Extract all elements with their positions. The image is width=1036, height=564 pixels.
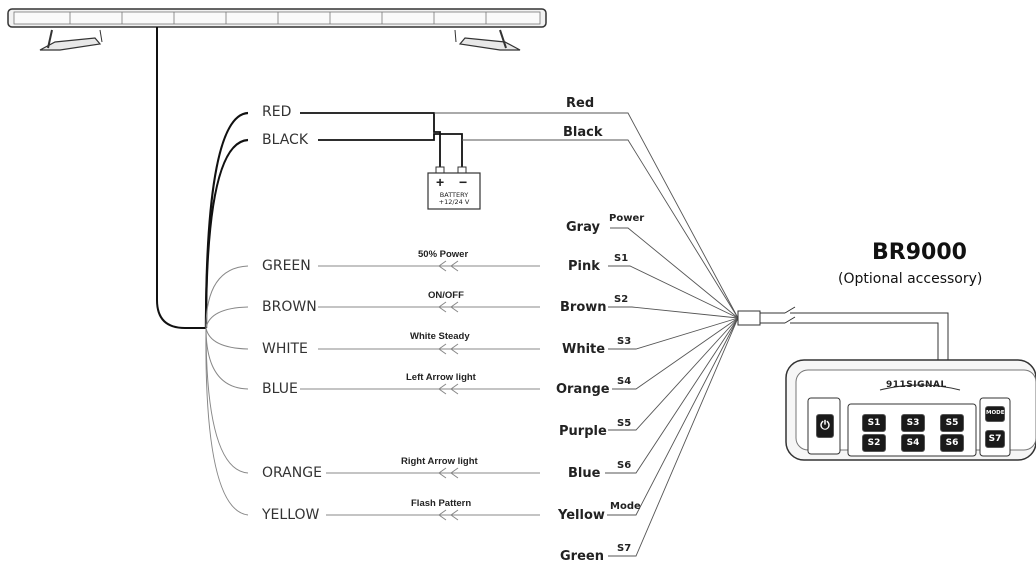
controller-wire-purple: Purple (559, 424, 607, 439)
controller-wire-pink: Pink (568, 259, 600, 274)
battery (427, 166, 481, 210)
mode-button[interactable]: MODE (985, 406, 1005, 422)
light-bar (7, 8, 547, 51)
switch-label-s1: S1 (614, 253, 629, 264)
function-label: 50% Power (418, 249, 469, 260)
button-s3[interactable]: S3 (901, 414, 925, 432)
button-s1[interactable]: S1 (862, 414, 886, 432)
function-label: Flash Pattern (411, 498, 472, 509)
left-wire-green: GREEN (262, 258, 311, 274)
switch-label-s3: S3 (617, 336, 632, 347)
function-label: Left Arrow light (406, 372, 476, 383)
button-s5[interactable]: S5 (940, 414, 964, 432)
controller-wire-green: Green (560, 549, 604, 564)
switch-label-s2: S2 (614, 294, 629, 305)
controller-wire-gray: Gray (566, 220, 600, 235)
button-s4[interactable]: S4 (901, 434, 925, 452)
controller-wire-black: Black (563, 125, 603, 140)
connector (737, 306, 949, 360)
switch-label-s5: S5 (617, 418, 632, 429)
left-wire-orange: ORANGE (262, 465, 322, 481)
controller-model: BR9000 (872, 240, 967, 265)
button-s7[interactable]: S7 (985, 430, 1005, 448)
left-wire-red: RED (262, 104, 292, 120)
switch-label-power: Power (609, 213, 645, 224)
battery-voltage: +12/24 V (438, 198, 470, 206)
left-wire-yellow: YELLOW (262, 507, 320, 523)
switch-label-mode: Mode (610, 501, 641, 512)
controller-wire-yellow: Yellow (558, 508, 605, 523)
controller-wire-brown: Brown (560, 300, 607, 315)
left-wire-blue: BLUE (262, 381, 298, 397)
switch-label-s6: S6 (617, 460, 632, 471)
power-button[interactable]: ⏻ (816, 414, 834, 438)
controller-wire-red: Red (566, 96, 595, 111)
controller-wire-blue: Blue (568, 466, 601, 481)
left-wire-black: BLACK (262, 132, 309, 148)
button-s6[interactable]: S6 (940, 434, 964, 452)
controller-body (785, 359, 1036, 461)
controller-wire-white: White (562, 342, 606, 357)
controller-subtitle: (Optional accessory) (838, 271, 983, 287)
button-s2[interactable]: S2 (862, 434, 886, 452)
battery-plus: + (436, 174, 445, 190)
battery-minus: − (459, 174, 468, 190)
controller-wire-orange: Orange (556, 382, 610, 397)
left-wire-white: WHITE (262, 341, 308, 357)
function-label: Right Arrow light (401, 456, 478, 467)
brand-logo: 911SIGNAL (886, 380, 947, 390)
function-label: ON/OFF (428, 290, 464, 301)
function-label: White Steady (410, 331, 470, 342)
battery-label: BATTERY (439, 191, 469, 199)
switch-label-s4: S4 (617, 376, 632, 387)
left-wire-brown: BROWN (262, 299, 317, 315)
switch-label-s7: S7 (617, 543, 632, 554)
